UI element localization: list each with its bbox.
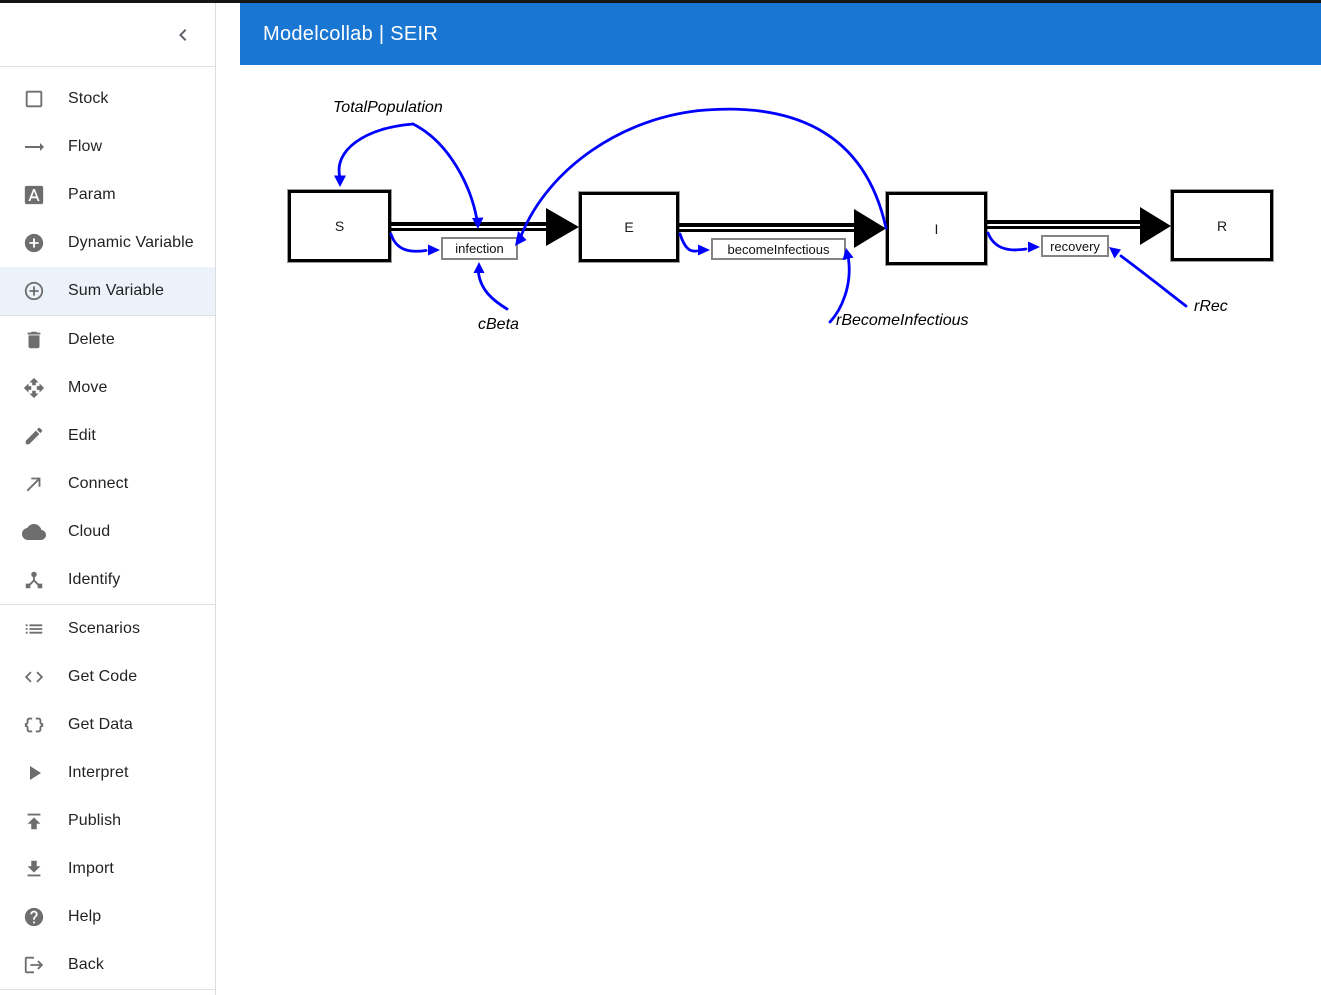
sidebar-item-publish[interactable]: Publish: [0, 797, 215, 845]
sidebar-item-help[interactable]: Help: [0, 893, 215, 941]
sidebar-item-label: Move: [68, 379, 108, 396]
trash-icon: [22, 328, 46, 352]
sidebar-header: [0, 3, 215, 66]
window-top-strip: [0, 0, 1321, 3]
connection-cbeta-to-infection[interactable]: [473, 262, 509, 311]
sidebar-item-sum-variable[interactable]: Sum Variable: [0, 267, 215, 315]
sidebar-item-edit[interactable]: Edit: [0, 412, 215, 460]
sidebar-item-label: Connect: [68, 475, 129, 492]
device-hub-icon: [22, 568, 46, 592]
sidebar-item-get-data[interactable]: Get Data: [0, 701, 215, 749]
sidebar-item-param[interactable]: Param: [0, 171, 215, 219]
sidebar-item-label: Scenarios: [68, 620, 141, 637]
flow-label-text: infection: [455, 241, 504, 256]
curly-braces-icon: [22, 713, 46, 737]
sidebar-item-flow[interactable]: Flow: [0, 123, 215, 171]
logout-icon: [22, 953, 46, 977]
sidebar-item-cloud[interactable]: Cloud: [0, 508, 215, 556]
sidebar-item-scenarios[interactable]: Scenarios: [0, 605, 215, 653]
flow-label-infection[interactable]: infection: [441, 237, 518, 260]
sidebar-section-actions: Scenarios Get Code Get Data Interpret Pu…: [0, 605, 215, 989]
param-label-rbecomeinfectious[interactable]: rBecomeInfectious: [836, 312, 969, 329]
sidebar-item-label: Help: [68, 908, 102, 925]
sidebar-section-components: Stock Flow Param Dynamic Variable Sum Va…: [0, 67, 215, 315]
sidebar-item-label: Interpret: [68, 764, 129, 781]
play-icon: [22, 761, 46, 785]
sidebar-item-delete[interactable]: Delete: [0, 316, 215, 364]
stock-label: I: [934, 220, 939, 237]
stock-label: S: [334, 218, 345, 234]
param-label-cbeta[interactable]: cBeta: [478, 316, 519, 333]
sidebar-item-dynamic-variable[interactable]: Dynamic Variable: [0, 219, 215, 267]
sidebar-item-interpret[interactable]: Interpret: [0, 749, 215, 797]
list-icon: [22, 617, 46, 641]
stock-node-e[interactable]: E: [578, 191, 680, 263]
connection-e-to-becomeinfectious[interactable]: [678, 232, 710, 256]
add-circle-outline-icon: [22, 279, 46, 303]
sidebar-divider: [0, 66, 215, 67]
sidebar-item-label: Import: [68, 860, 114, 877]
stock-square-icon: [22, 87, 46, 111]
app-header: Modelcollab | SEIR: [240, 3, 1321, 65]
sidebar-item-stock[interactable]: Stock: [0, 75, 215, 123]
sidebar-item-identify[interactable]: Identify: [0, 556, 215, 604]
stock-node-i[interactable]: I: [885, 191, 988, 266]
sidebar: Stock Flow Param Dynamic Variable Sum Va…: [0, 3, 216, 995]
sidebar-divider: [0, 989, 215, 990]
flow-label-text: becomeInfectious: [727, 241, 830, 257]
download-icon: [22, 857, 46, 881]
sidebar-item-label: Identify: [68, 571, 121, 588]
code-brackets-icon: [22, 665, 46, 689]
pencil-icon: [22, 424, 46, 448]
sidebar-item-import[interactable]: Import: [0, 845, 215, 893]
move-arrows-icon: [22, 376, 46, 400]
chevron-left-icon: [171, 23, 195, 47]
page-title: Modelcollab | SEIR: [263, 22, 439, 45]
help-circle-icon: [22, 905, 46, 929]
flow-label-becomeinfectious[interactable]: becomeInfectious: [711, 238, 846, 260]
sidebar-item-label: Sum Variable: [68, 282, 165, 299]
publish-up-icon: [22, 809, 46, 833]
connection-s-to-infection[interactable]: [389, 232, 440, 256]
sidebar-item-label: Dynamic Variable: [68, 234, 194, 251]
sidebar-section-tools: Delete Move Edit Connect Cloud: [0, 316, 215, 604]
connection-i-to-infection[interactable]: [515, 107, 888, 246]
sidebar-item-connect[interactable]: Connect: [0, 460, 215, 508]
sidebar-item-move[interactable]: Move: [0, 364, 215, 412]
flow-arrow-icon: [22, 135, 46, 159]
connection-i-to-recovery[interactable]: [986, 231, 1040, 253]
sidebar-item-label: Publish: [68, 812, 122, 829]
sidebar-item-label: Get Data: [68, 716, 133, 733]
param-label-rrec[interactable]: rRec: [1194, 298, 1228, 315]
param-label-totalpopulation[interactable]: TotalPopulation: [333, 99, 443, 116]
sidebar-item-label: Param: [68, 186, 116, 203]
sidebar-item-label: Delete: [68, 331, 115, 348]
sidebar-item-label: Cloud: [68, 523, 111, 540]
sidebar-divider: [0, 604, 215, 605]
stock-label: E: [624, 219, 634, 235]
sidebar-divider: [0, 315, 215, 316]
stock-node-r[interactable]: R: [1170, 189, 1274, 262]
flow-label-text: recovery: [1050, 238, 1100, 254]
sidebar-item-label: Flow: [68, 138, 103, 155]
stock-node-s[interactable]: S: [287, 189, 392, 263]
sidebar-item-back[interactable]: Back: [0, 941, 215, 989]
sidebar-item-label: Back: [68, 956, 104, 973]
collapse-sidebar-button[interactable]: [169, 21, 197, 49]
cloud-icon: [22, 520, 46, 544]
sidebar-item-get-code[interactable]: Get Code: [0, 653, 215, 701]
arrow-up-right-icon: [22, 472, 46, 496]
add-circle-filled-icon: [22, 231, 46, 255]
param-letter-a-icon: [22, 183, 46, 207]
flow-label-recovery[interactable]: recovery: [1041, 235, 1109, 257]
sidebar-item-label: Edit: [68, 427, 96, 444]
sidebar-item-label: Stock: [68, 90, 109, 107]
sidebar-item-label: Get Code: [68, 668, 138, 685]
connection-totalpopulation-to-s[interactable]: [334, 122, 415, 187]
connection-totalpopulation-to-infection[interactable]: [411, 122, 484, 229]
stock-label: R: [1216, 217, 1228, 234]
